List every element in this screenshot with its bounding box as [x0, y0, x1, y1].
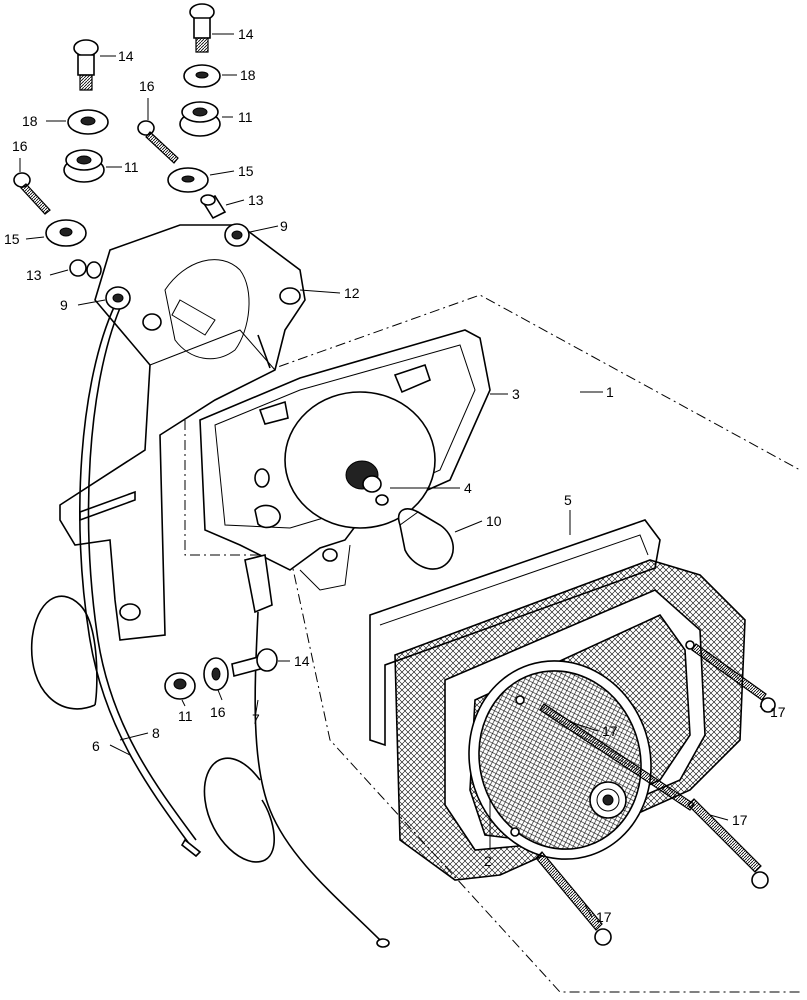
callout-16-left: 16 — [12, 138, 28, 154]
bolt-14-top-left — [73, 39, 99, 91]
callout-5: 5 — [564, 492, 572, 508]
screw-16-top — [137, 120, 179, 164]
callout-10: 10 — [486, 513, 502, 529]
tail-light-bracket — [59, 224, 306, 641]
callout-14-top-left: 14 — [118, 48, 134, 64]
callout-11-right: 11 — [238, 109, 253, 125]
leader-lines — [19, 33, 766, 918]
washer-15-right — [167, 167, 209, 193]
callout-9-right: 9 — [280, 218, 288, 234]
washer-16-lower — [203, 657, 229, 691]
grommet-11-right — [179, 101, 221, 137]
callout-17-right: 17 — [770, 704, 786, 720]
callout-17-lower-right: 17 — [732, 812, 748, 828]
callout-9-left: 9 — [60, 297, 68, 313]
bolt-14-lower — [231, 648, 278, 677]
callout-7: 7 — [252, 711, 260, 727]
grommet-9-right — [224, 223, 250, 247]
grommet-11-lower — [164, 672, 196, 700]
callout-18-left: 18 — [22, 113, 38, 129]
washer-18-left — [67, 109, 109, 135]
bulb-socket — [345, 460, 389, 506]
collar-13-left — [69, 259, 102, 279]
grommet-9-left — [105, 286, 131, 310]
callout-14-lower: 14 — [294, 653, 310, 669]
tail-light-housing — [199, 329, 491, 591]
callout-15-right: 15 — [238, 163, 254, 179]
callout-3: 3 — [512, 386, 520, 402]
lens-screw-2 — [691, 643, 776, 713]
callout-6: 6 — [92, 738, 100, 754]
callout-8: 8 — [152, 725, 160, 741]
callout-12: 12 — [344, 285, 360, 301]
callout-17-center: 17 — [602, 723, 618, 739]
license-light-wire — [203, 554, 390, 948]
bolt-14-top-right — [189, 3, 215, 53]
callout-13-right: 13 — [248, 192, 264, 208]
callout-11-left: 11 — [124, 159, 139, 175]
collar-13-right — [200, 194, 227, 220]
wire-harness — [30, 304, 202, 858]
washer-15-left — [45, 219, 87, 247]
callout-17-bottom: 17 — [596, 909, 612, 925]
washer-18-right — [183, 64, 221, 88]
callout-16-lower: 16 — [210, 704, 226, 720]
callout-14-top-right: 14 — [238, 26, 254, 42]
callout-16-top: 16 — [139, 78, 155, 94]
callout-2: 2 — [484, 853, 492, 869]
screw-16-left — [13, 172, 51, 215]
assembly-boundary-line — [184, 294, 801, 993]
callout-1: 1 — [606, 384, 614, 400]
lens-screw-4 — [535, 851, 612, 946]
callout-18-right: 18 — [240, 67, 256, 83]
callout-4: 4 — [464, 480, 472, 496]
lens-screw-3 — [687, 798, 769, 889]
callout-15-left: 15 — [4, 231, 20, 247]
callout-11-lower: 11 — [178, 708, 193, 724]
tail-bulb — [398, 508, 454, 570]
callout-13-left: 13 — [26, 267, 42, 283]
grommet-11-left — [63, 149, 105, 183]
